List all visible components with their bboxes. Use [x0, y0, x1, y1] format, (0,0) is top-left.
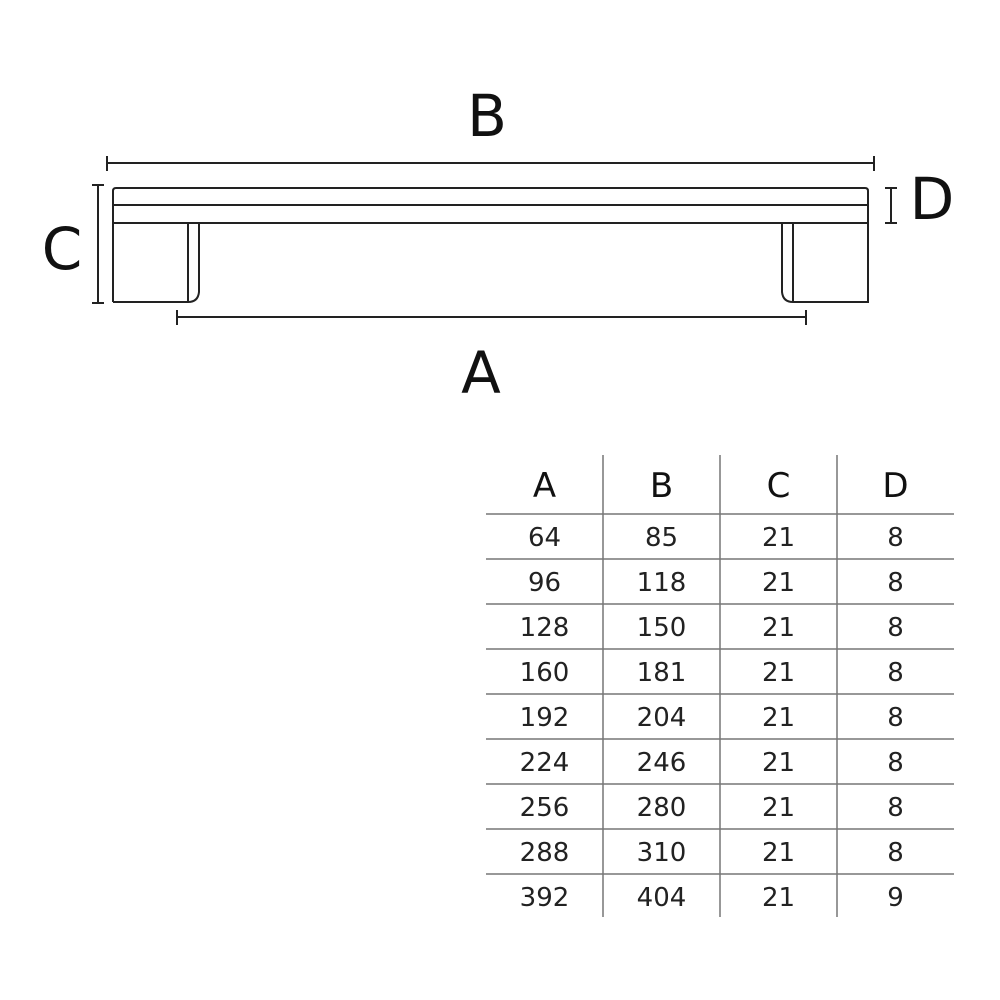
dimension-c-line: [92, 184, 104, 304]
dimension-b-line: [106, 156, 875, 171]
table-cell: 8: [887, 658, 904, 688]
table-cell: 392: [520, 883, 570, 913]
table-cell: 246: [637, 748, 687, 778]
table-cell: 8: [887, 523, 904, 553]
table-cell: 118: [637, 568, 687, 598]
table-cell: 21: [762, 838, 795, 868]
table-cell: 8: [887, 703, 904, 733]
table-header-b: B: [650, 466, 673, 506]
dimension-c-label: C: [42, 215, 83, 283]
table-cell: 21: [762, 568, 795, 598]
table-cell: 64: [528, 523, 561, 553]
table-header-d: D: [882, 466, 908, 506]
table-cell: 21: [762, 658, 795, 688]
table-cell: 404: [637, 883, 687, 913]
table-cell: 150: [637, 613, 687, 643]
table-cell: 192: [520, 703, 570, 733]
dimension-d-line: [885, 187, 897, 224]
dimension-d-label: D: [910, 165, 955, 233]
handle-drawing: B C D: [42, 82, 955, 407]
dimension-b-label: B: [467, 82, 507, 150]
table-cell: 310: [637, 838, 687, 868]
table-cell: 128: [520, 613, 570, 643]
size-table: A B C D 64 85 21 8 96 118 21 8 128 150 21 8 160 181 21 8 192…: [486, 455, 954, 917]
table-cell: 8: [887, 838, 904, 868]
table-cell: 85: [645, 523, 678, 553]
table-cell: 280: [637, 793, 687, 823]
table-cell: 8: [887, 793, 904, 823]
table-cell: 9: [887, 883, 904, 913]
table-cell: 256: [520, 793, 570, 823]
table-cell: 204: [637, 703, 687, 733]
table-header-c: C: [767, 466, 791, 506]
table-cell: 288: [520, 838, 570, 868]
table-cell: 8: [887, 568, 904, 598]
table-cell: 21: [762, 793, 795, 823]
table-cell: 8: [887, 748, 904, 778]
table-header-a: A: [533, 466, 556, 506]
table-cell: 21: [762, 748, 795, 778]
table-cell: 96: [528, 568, 561, 598]
table-cell: 224: [520, 748, 570, 778]
table-cell: 21: [762, 703, 795, 733]
dimension-a-label: A: [461, 339, 501, 407]
dimension-a-line: [176, 310, 807, 325]
table-cell: 21: [762, 883, 795, 913]
table-cell: 181: [637, 658, 687, 688]
handle-outline: [112, 187, 869, 303]
table-cell: 8: [887, 613, 904, 643]
table-cell: 160: [520, 658, 570, 688]
table-cell: 21: [762, 613, 795, 643]
table-cell: 21: [762, 523, 795, 553]
